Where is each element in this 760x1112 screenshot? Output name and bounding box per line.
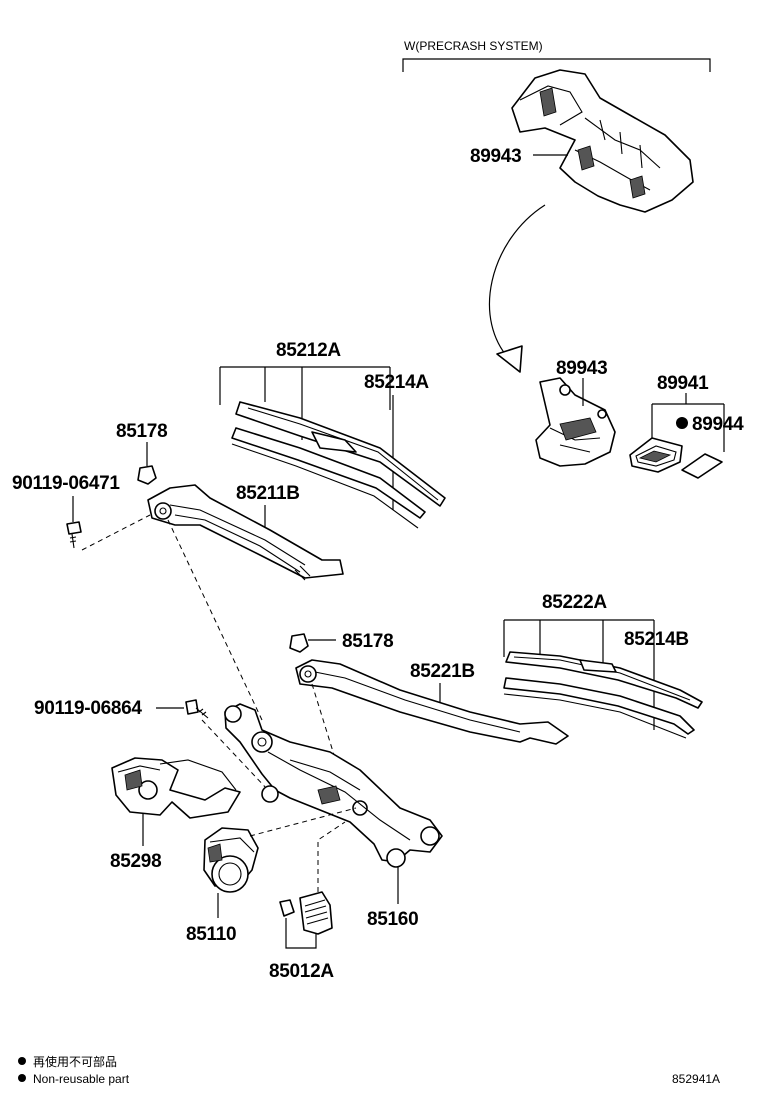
legend-bullet-1 xyxy=(18,1057,26,1065)
legend-bullet-2 xyxy=(18,1074,26,1082)
part-number-89943-mid: 89943 xyxy=(556,358,607,379)
leader-89941 xyxy=(651,393,725,452)
leader-85222A xyxy=(503,619,655,730)
bolt-90119-06864-drawing xyxy=(185,699,209,719)
dash-motor-to-linkage xyxy=(249,807,357,837)
transfer-arrow xyxy=(489,204,546,363)
part-number-90119-06864: 90119-06864 xyxy=(34,698,142,719)
wiper-blade-85222A-drawing xyxy=(503,651,703,739)
wiper-motor-85110-drawing xyxy=(203,827,259,893)
wiper-arm-85221B-drawing xyxy=(295,659,569,745)
part-number-85214A: 85214A xyxy=(364,372,429,393)
dash-arm-to-linkage xyxy=(167,519,263,721)
wiper-blade-85212A-drawing xyxy=(231,401,446,529)
sensor-cover-large-drawing xyxy=(511,69,694,213)
leader-85012A xyxy=(285,918,317,949)
part-number-85178-mid: 85178 xyxy=(342,631,393,652)
part-number-85221B: 85221B xyxy=(410,661,475,682)
part-number-89944: 89944 xyxy=(692,414,744,435)
part-number-85110: 85110 xyxy=(186,924,236,945)
camera-module-drawing xyxy=(629,437,683,473)
part-number-85012A: 85012A xyxy=(269,961,334,982)
part-number-85211B: 85211B xyxy=(236,483,300,504)
legend-text-jp: 再使用不可部品 xyxy=(33,1054,117,1069)
adhesive-sheet-drawing xyxy=(681,453,723,479)
precrash-bracket xyxy=(402,58,711,72)
figure-code: 852941A xyxy=(672,1072,720,1086)
part-number-90119-06471: 90119-06471 xyxy=(12,473,120,494)
part-number-85222A: 85222A xyxy=(542,592,607,613)
transfer-arrow-head xyxy=(496,345,523,373)
wiper-arm-85211B-drawing xyxy=(147,484,344,581)
part-number-85178-top: 85178 xyxy=(116,421,167,442)
part-number-89941: 89941 xyxy=(657,373,709,394)
part-number-85298: 85298 xyxy=(110,851,161,872)
part-number-85214B: 85214B xyxy=(624,629,689,650)
sensor-bracket-drawing xyxy=(535,377,616,467)
wiper-linkage-85160-drawing xyxy=(224,703,443,868)
nut-85178-mid-drawing xyxy=(289,633,309,653)
legend-text-en: Non-reusable part xyxy=(33,1072,130,1086)
leader-85212A xyxy=(219,366,391,440)
precrash-variant-label: W(PRECRASH SYSTEM) xyxy=(404,39,543,53)
clip-85012A-drawing xyxy=(279,891,333,935)
bolt-90119-06471-drawing xyxy=(66,521,82,549)
part-number-85212A: 85212A xyxy=(276,340,341,361)
dash-bolt2-to-linkage xyxy=(201,719,269,791)
non-reusable-mark-89944 xyxy=(676,417,688,429)
part-number-85160: 85160 xyxy=(367,909,418,930)
nut-85178-top-drawing xyxy=(137,465,157,485)
part-number-89943-top: 89943 xyxy=(470,146,521,167)
dash-bolt-to-arm xyxy=(81,514,151,551)
motor-bracket-85298-drawing xyxy=(111,757,241,819)
dash-clip-to-linkage xyxy=(317,821,346,892)
